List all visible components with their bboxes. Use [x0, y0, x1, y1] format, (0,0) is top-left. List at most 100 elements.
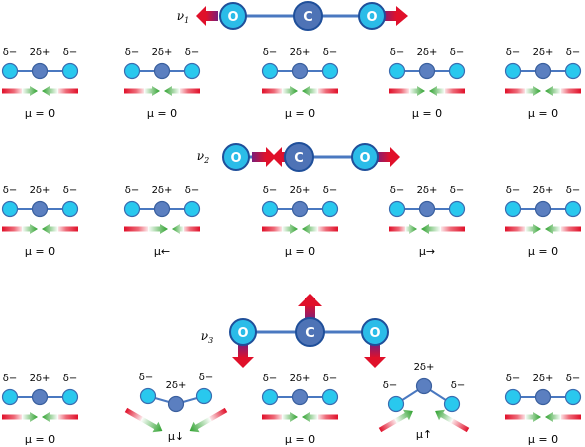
green-dipole-arrow: [282, 412, 298, 422]
green-dipole-arrow: [302, 224, 318, 234]
oxygen-atom-large: [219, 2, 247, 30]
charge-label: 2δ+: [166, 380, 187, 391]
red-dipole-arrow: [2, 88, 24, 94]
red-dipole-arrow: [262, 414, 284, 420]
purple-displacement-arrow: [382, 11, 396, 21]
charge-label: 2δ+: [290, 47, 311, 58]
oxygen-atom: [195, 387, 213, 405]
purple-displacement-arrow: [238, 344, 248, 358]
red-dipole-arrow: [378, 417, 399, 433]
carbon-atom: [415, 377, 433, 395]
oxygen-atom: [388, 62, 406, 80]
red-dipole-arrow: [559, 226, 581, 232]
red-dipole-arrow: [505, 88, 527, 94]
red-dipole-arrow: [124, 226, 150, 232]
carbon-atom: [31, 388, 49, 406]
charge-label: δ−: [263, 185, 278, 196]
red-dipole-arrow: [389, 226, 407, 232]
mode-label: ν2: [197, 149, 209, 165]
oxygen-atom: [564, 62, 582, 80]
charge-label: δ−: [566, 185, 581, 196]
carbon-atom: [31, 200, 49, 218]
carbon-atom: [31, 62, 49, 80]
carbon-atom-large: [295, 317, 325, 347]
atom-symbol: C: [294, 151, 304, 166]
red-arrowhead: [364, 357, 386, 368]
dipole-moment-label: μ↓: [168, 430, 184, 443]
atom-symbol: O: [237, 326, 248, 341]
atom-symbol: C: [305, 326, 315, 341]
red-dipole-arrow: [262, 88, 284, 94]
dipole-moment-label: μ = 0: [528, 433, 558, 446]
green-dipole-arrow: [22, 224, 38, 234]
atom-symbol: O: [227, 10, 238, 25]
charge-label: δ−: [3, 47, 18, 58]
dipole-moment-label: μ←: [154, 245, 170, 258]
red-arrowhead: [266, 147, 276, 167]
green-dipole-arrow: [525, 412, 541, 422]
mode-label: ν3: [201, 329, 213, 345]
red-dipole-arrow: [124, 88, 146, 94]
carbon-atom: [418, 200, 436, 218]
red-arrowhead: [298, 294, 322, 306]
green-dipole-arrow: [435, 409, 454, 424]
green-dipole-arrow: [302, 86, 318, 96]
carbon-atom: [167, 395, 185, 413]
oxygen-atom: [261, 200, 279, 218]
green-dipole-arrow: [140, 416, 163, 433]
oxygen-atom: [388, 200, 406, 218]
charge-label: δ−: [63, 47, 78, 58]
charge-label: 2δ+: [533, 185, 554, 196]
green-dipole-arrow: [22, 86, 38, 96]
green-dipole-arrow: [545, 86, 561, 96]
charge-label: 2δ+: [533, 47, 554, 58]
dipole-moment-label: μ↑: [416, 428, 432, 441]
charge-label: δ−: [185, 185, 200, 196]
atom-symbol: O: [230, 151, 241, 166]
charge-label: δ−: [263, 47, 278, 58]
dipole-arrow-group: [189, 407, 228, 433]
red-dipole-arrow: [182, 226, 200, 232]
red-dipole-arrow: [449, 417, 470, 433]
oxygen-atom: [564, 388, 582, 406]
charge-label: 2δ+: [30, 47, 51, 58]
red-dipole-arrow: [2, 226, 24, 232]
oxygen-atom: [564, 200, 582, 218]
charge-label: δ−: [390, 47, 405, 58]
charge-label: 2δ+: [417, 47, 438, 58]
carbon-atom: [534, 388, 552, 406]
charge-label: δ−: [323, 373, 338, 384]
oxygen-atom: [321, 62, 339, 80]
dipole-moment-label: μ = 0: [285, 107, 315, 120]
green-dipole-arrow: [282, 224, 298, 234]
charge-label: δ−: [566, 373, 581, 384]
oxygen-atom: [448, 62, 466, 80]
atom-symbol: O: [366, 10, 377, 25]
charge-label: δ−: [566, 47, 581, 58]
charge-label: δ−: [263, 373, 278, 384]
oxygen-atom: [1, 388, 19, 406]
green-dipole-arrow: [172, 224, 184, 234]
oxygen-atom: [61, 200, 79, 218]
charge-label: 2δ+: [290, 185, 311, 196]
oxygen-atom: [183, 200, 201, 218]
green-dipole-arrow: [525, 224, 541, 234]
oxygen-atom: [123, 200, 141, 218]
charge-label: δ−: [125, 185, 140, 196]
purple-displacement-arrow: [305, 304, 315, 320]
charge-label: δ−: [125, 47, 140, 58]
dipole-arrow-group: [124, 407, 163, 433]
oxygen-atom-large: [229, 318, 257, 346]
carbon-atom-large: [293, 1, 323, 31]
charge-label: δ−: [185, 47, 200, 58]
charge-label: δ−: [383, 380, 398, 391]
dipole-moment-label: μ = 0: [412, 107, 442, 120]
charge-label: δ−: [506, 185, 521, 196]
charge-label: δ−: [3, 185, 18, 196]
oxygen-atom: [139, 387, 157, 405]
charge-label: 2δ+: [414, 362, 435, 373]
red-dipole-arrow: [56, 226, 78, 232]
red-arrowhead: [396, 6, 408, 26]
green-dipole-arrow: [148, 224, 168, 234]
